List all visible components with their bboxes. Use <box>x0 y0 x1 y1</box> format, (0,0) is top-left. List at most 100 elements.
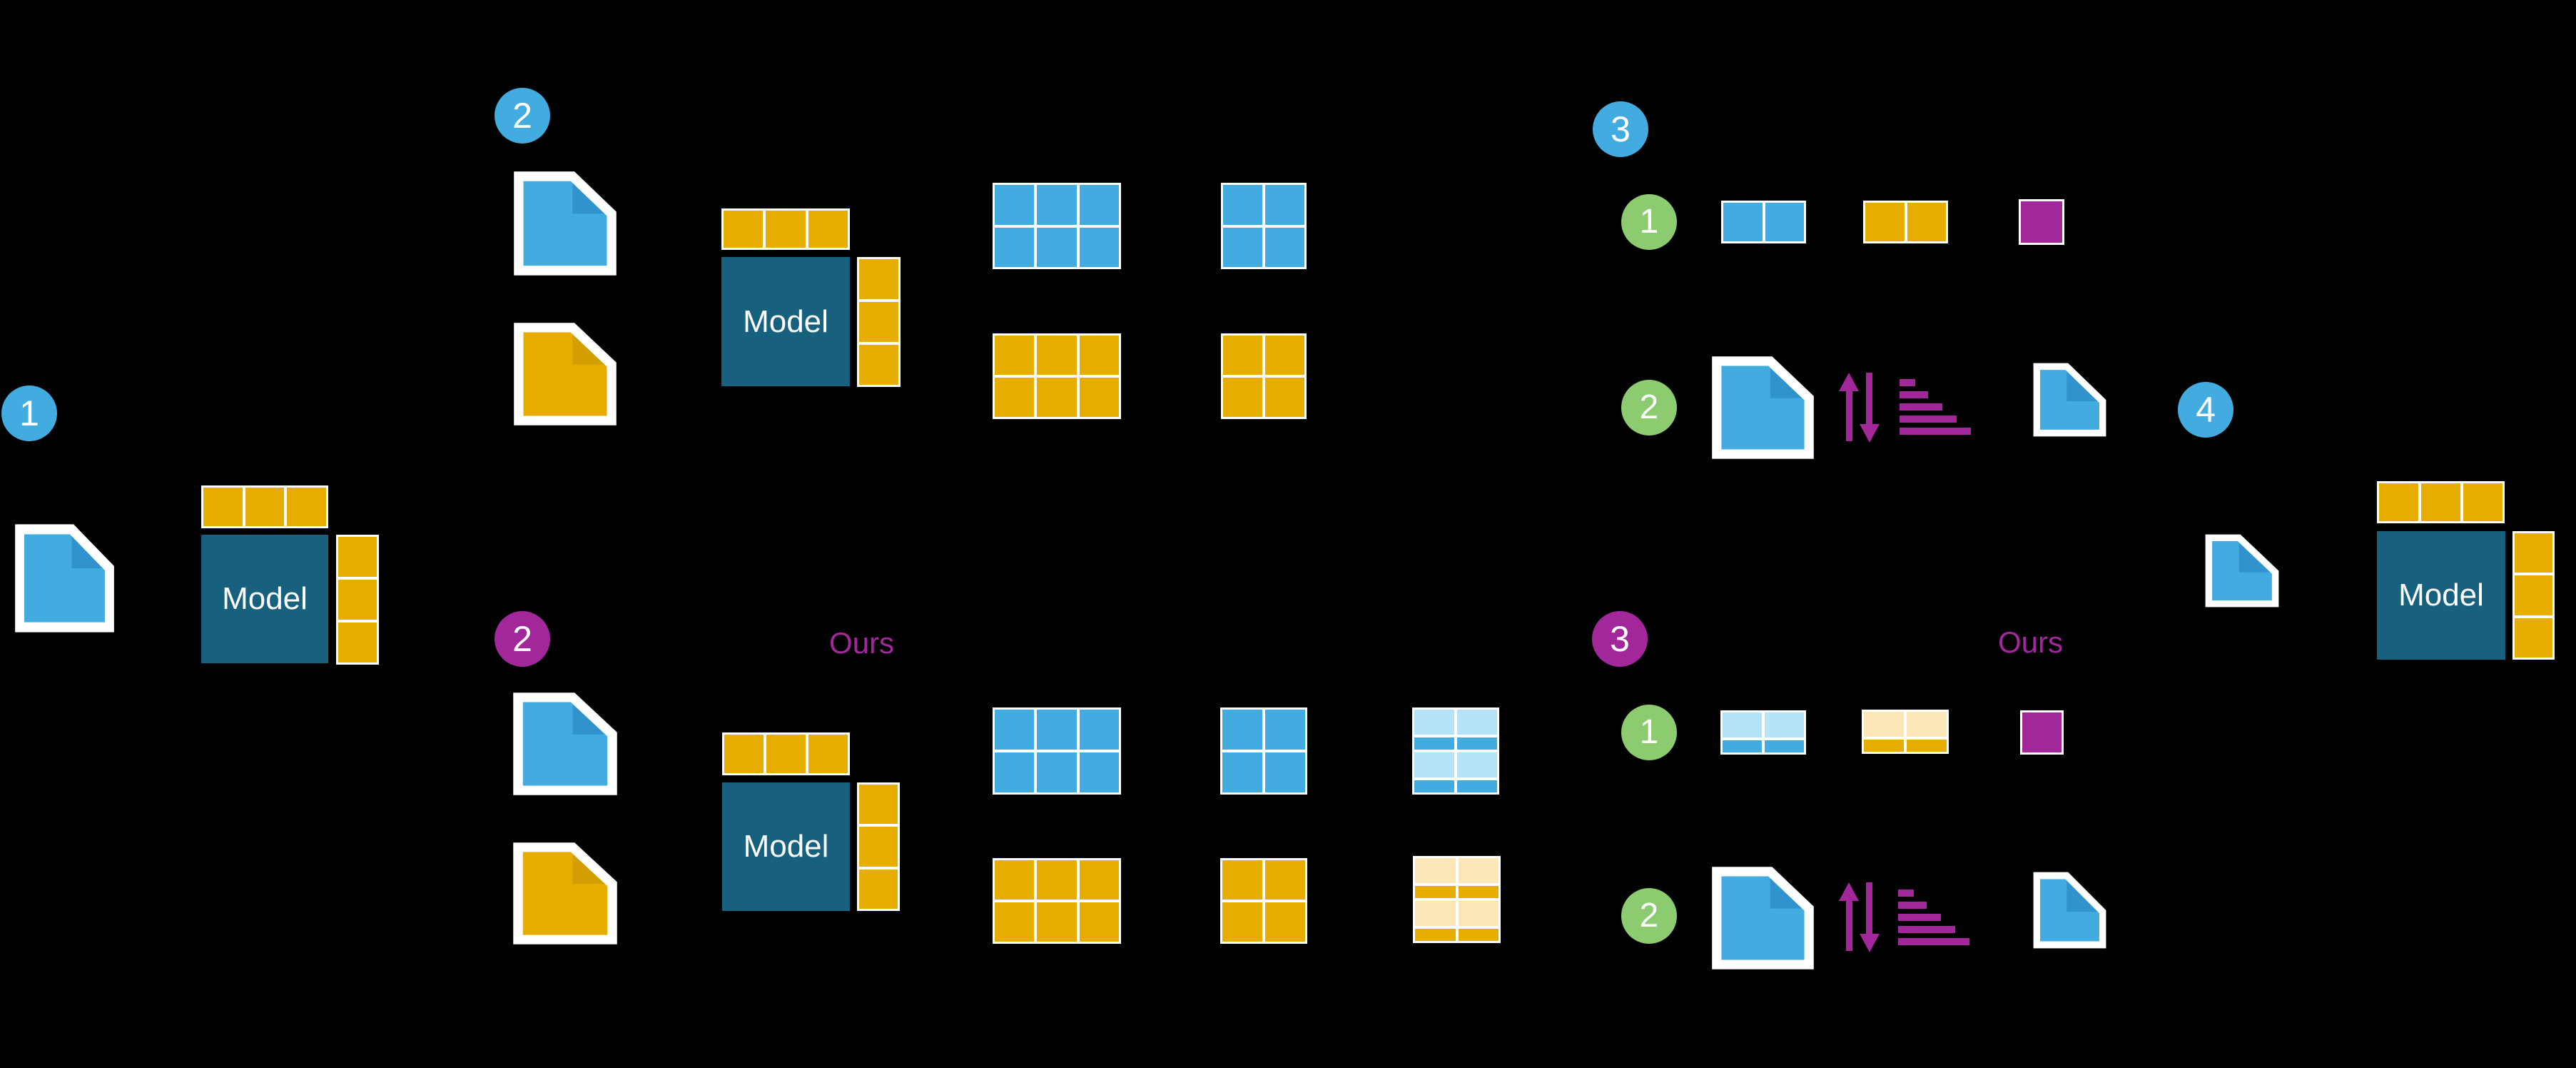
rewritten-document-icon <box>2033 872 2106 949</box>
grid-cell <box>1222 752 1262 792</box>
grid-cell <box>1079 185 1119 225</box>
grid-cell <box>1037 752 1077 792</box>
grid-cell <box>245 488 285 526</box>
gold-document-icon <box>513 842 617 944</box>
grid-cell <box>995 336 1035 375</box>
grid-cell <box>1415 901 1456 927</box>
rank-bar <box>1898 890 1914 897</box>
gold-matrix-2x2 <box>1220 858 1307 944</box>
grid-cell <box>1415 886 1456 898</box>
step-2-ours-badge: 2 <box>495 611 550 667</box>
grid-cell <box>1414 780 1454 792</box>
blue-pair-cells <box>1721 201 1806 243</box>
grid-cell <box>1457 737 1497 750</box>
grid-cell <box>2379 483 2418 521</box>
grid-cell <box>1907 203 1946 241</box>
grid-cell <box>1864 739 1904 752</box>
gold-striped-matrix <box>1413 856 1501 943</box>
output-token-column <box>336 535 379 665</box>
gold-pair-cells <box>1863 201 1948 243</box>
grid-cell <box>766 211 806 248</box>
sort-up-down-arrows-icon <box>1839 373 1880 443</box>
prompt-token-row <box>722 732 850 775</box>
substep-2-badge: 2 <box>1621 380 1677 435</box>
grid-cell <box>1265 227 1304 267</box>
blue-document-icon <box>1712 867 1814 969</box>
grid-cell <box>1079 227 1119 267</box>
grid-cell <box>859 827 898 867</box>
grid-cell <box>1458 901 1499 927</box>
grid-cell <box>1458 886 1499 898</box>
grid-cell <box>1457 752 1497 778</box>
sort-up-down-arrows-icon <box>1839 882 1880 952</box>
blue-document-icon <box>1712 356 1814 459</box>
grid-cell <box>1458 929 1499 941</box>
rank-bar <box>1898 914 1941 921</box>
grid-cell <box>203 488 243 526</box>
grid-cell <box>2421 483 2460 521</box>
grid-cell <box>338 623 377 663</box>
blue-document-icon <box>514 171 617 276</box>
rewritten-document-icon <box>2033 363 2106 437</box>
grid-cell <box>724 735 764 773</box>
grid-cell <box>995 710 1035 750</box>
output-token-column <box>857 782 900 911</box>
rank-bar <box>1898 938 1969 945</box>
model-box: Model <box>721 257 850 386</box>
grid-cell <box>1079 752 1119 792</box>
grid-cell <box>859 259 898 299</box>
grid-cell <box>1457 710 1497 735</box>
grid-cell <box>1265 710 1305 750</box>
grid-cell <box>1223 185 1262 225</box>
input-document-icon <box>15 524 114 633</box>
gold-matrix-2x2 <box>1221 333 1307 419</box>
ranking-bars-icon <box>1900 379 1971 435</box>
grid-cell <box>1223 227 1262 267</box>
grid-cell <box>1765 203 1804 241</box>
grid-cell <box>1457 780 1497 792</box>
grid-cell <box>1037 710 1077 750</box>
rank-bar <box>1900 403 1942 410</box>
grid-cell <box>995 227 1035 267</box>
grid-cell <box>1415 858 1456 884</box>
grid-cell <box>766 735 806 773</box>
rank-bar <box>1900 391 1928 398</box>
rank-bar <box>1898 926 1955 933</box>
grid-cell <box>808 211 848 248</box>
blue-document-icon <box>513 692 617 795</box>
grid-cell <box>1223 336 1262 375</box>
ranking-bars-icon <box>1898 890 1969 945</box>
grid-cell <box>1037 860 1077 900</box>
rank-bar <box>1900 415 1957 423</box>
gold-document-icon <box>514 323 617 425</box>
model-box: Model <box>201 535 328 663</box>
rewritten-document-icon <box>2205 534 2279 608</box>
blue-matrix-3x2 <box>993 707 1121 795</box>
grid-cell <box>2515 575 2552 615</box>
grid-cell <box>2515 618 2552 658</box>
grid-cell <box>995 902 1035 942</box>
model-box: Model <box>2377 531 2505 660</box>
grid-cell <box>1865 203 1905 241</box>
grid-cell <box>1907 712 1947 737</box>
substep-1-badge: 1 <box>1621 705 1677 760</box>
prompt-token-row <box>201 485 328 528</box>
grid-cell <box>859 302 898 342</box>
gold-matrix-3x2 <box>993 333 1121 419</box>
grid-cell <box>1265 752 1305 792</box>
substep-1-badge: 1 <box>1621 194 1677 250</box>
grid-cell <box>1223 378 1262 417</box>
grid-cell <box>1415 929 1456 941</box>
grid-cell <box>1037 378 1077 417</box>
prompt-token-row <box>2377 481 2505 523</box>
grid-cell <box>995 185 1035 225</box>
step-4-badge: 4 <box>2178 382 2233 438</box>
step-3-ours-badge: 3 <box>1592 611 1648 667</box>
step-2-badge: 2 <box>495 88 550 143</box>
rank-bar <box>1900 379 1915 386</box>
grid-cell <box>1037 227 1077 267</box>
grid-cell <box>1222 902 1262 942</box>
grid-cell <box>1079 710 1119 750</box>
grid-cell <box>1723 203 1763 241</box>
grid-cell <box>859 785 898 825</box>
